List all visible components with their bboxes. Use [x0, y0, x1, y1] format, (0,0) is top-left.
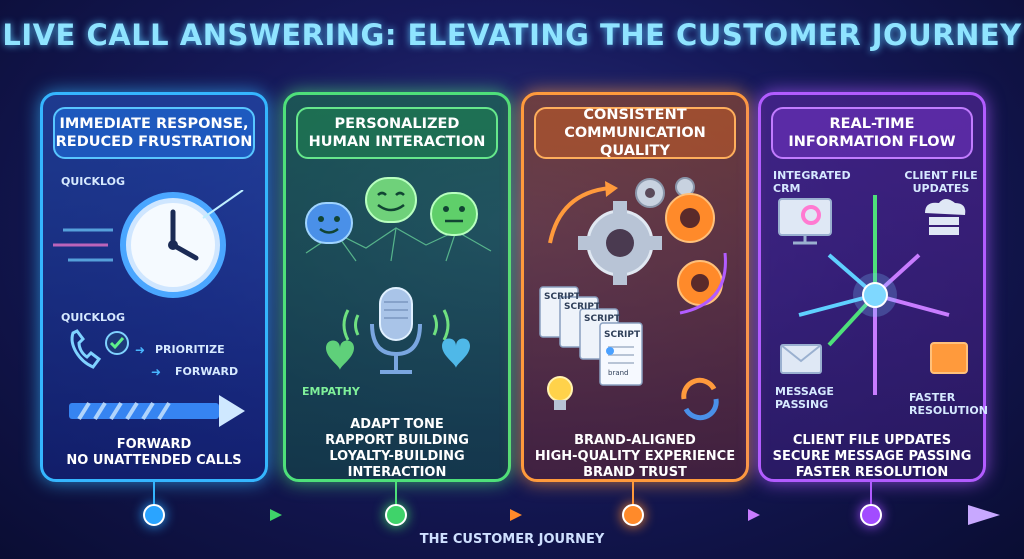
journey-label: THE CUSTOMER JOURNEY	[419, 532, 605, 547]
microphone-icon	[326, 287, 470, 374]
chat-faces-icon	[305, 177, 492, 262]
svg-text:brand: brand	[608, 369, 629, 377]
svg-text:SCRIPT: SCRIPT	[604, 330, 641, 340]
client-file-updates-label: CLIENT FILE UPDATES	[904, 169, 978, 195]
script-documents-icon: SCRIPT SCRIPT SCRIPT SCRIPT brand	[539, 286, 643, 386]
journey-node	[622, 504, 644, 526]
arrow-icon: ➜	[151, 365, 162, 379]
forward-label: FORWARD	[175, 365, 239, 378]
cycle-arrows-icon	[681, 377, 719, 421]
phone-icon	[70, 329, 129, 369]
page-title: LIVE CALL ANSWERING: ELEVATING THE CUSTO…	[2, 18, 1022, 52]
integrated-crm-label: INTEGRATED CRM	[773, 169, 851, 195]
empathy-label: EMPATHY	[302, 385, 360, 398]
journey-timeline	[44, 505, 1000, 525]
svg-text:SCRIPT: SCRIPT	[564, 302, 601, 312]
lightbulb-icon	[547, 376, 573, 410]
quicklog-label: QUICKLOG	[61, 175, 125, 188]
panel-connectors	[153, 480, 872, 506]
journey-node	[385, 504, 407, 526]
panel-caption: BRAND-ALIGNED HIGH-QUALITY EXPERIENCE BR…	[534, 433, 736, 480]
panel-caption: ADAPT TONE RAPPORT BUILDING LOYALTY-BUIL…	[325, 417, 469, 480]
progress-arrow-icon	[69, 395, 245, 427]
quicklog-label: QUICKLOG	[61, 311, 125, 324]
message-passing-label: MESSAGE PASSING	[775, 385, 834, 411]
gears-icon	[548, 177, 727, 315]
panel-caption: FORWARD NO UNATTENDED CALLS	[66, 437, 242, 468]
arrow-icon: ➜	[135, 343, 146, 357]
panel-title: IMMEDIATE RESPONSE,REDUCED FRUSTRATION	[53, 107, 255, 159]
clock-icon	[53, 190, 244, 298]
panel-immediate-response: IMMEDIATE RESPONSE,REDUCED FRUSTRATION Q…	[40, 92, 268, 482]
journey-node	[143, 504, 165, 526]
faster-resolution-label: FASTER RESOLUTION	[909, 391, 988, 417]
svg-text:SCRIPT: SCRIPT	[544, 292, 581, 302]
information-hub-icon	[778, 195, 968, 395]
svg-text:SCRIPT: SCRIPT	[584, 314, 621, 324]
panel-caption: CLIENT FILE UPDATES SECURE MESSAGE PASSI…	[772, 433, 972, 480]
journey-node	[860, 504, 882, 526]
prioritize-label: PRIORITIZE	[155, 343, 225, 356]
